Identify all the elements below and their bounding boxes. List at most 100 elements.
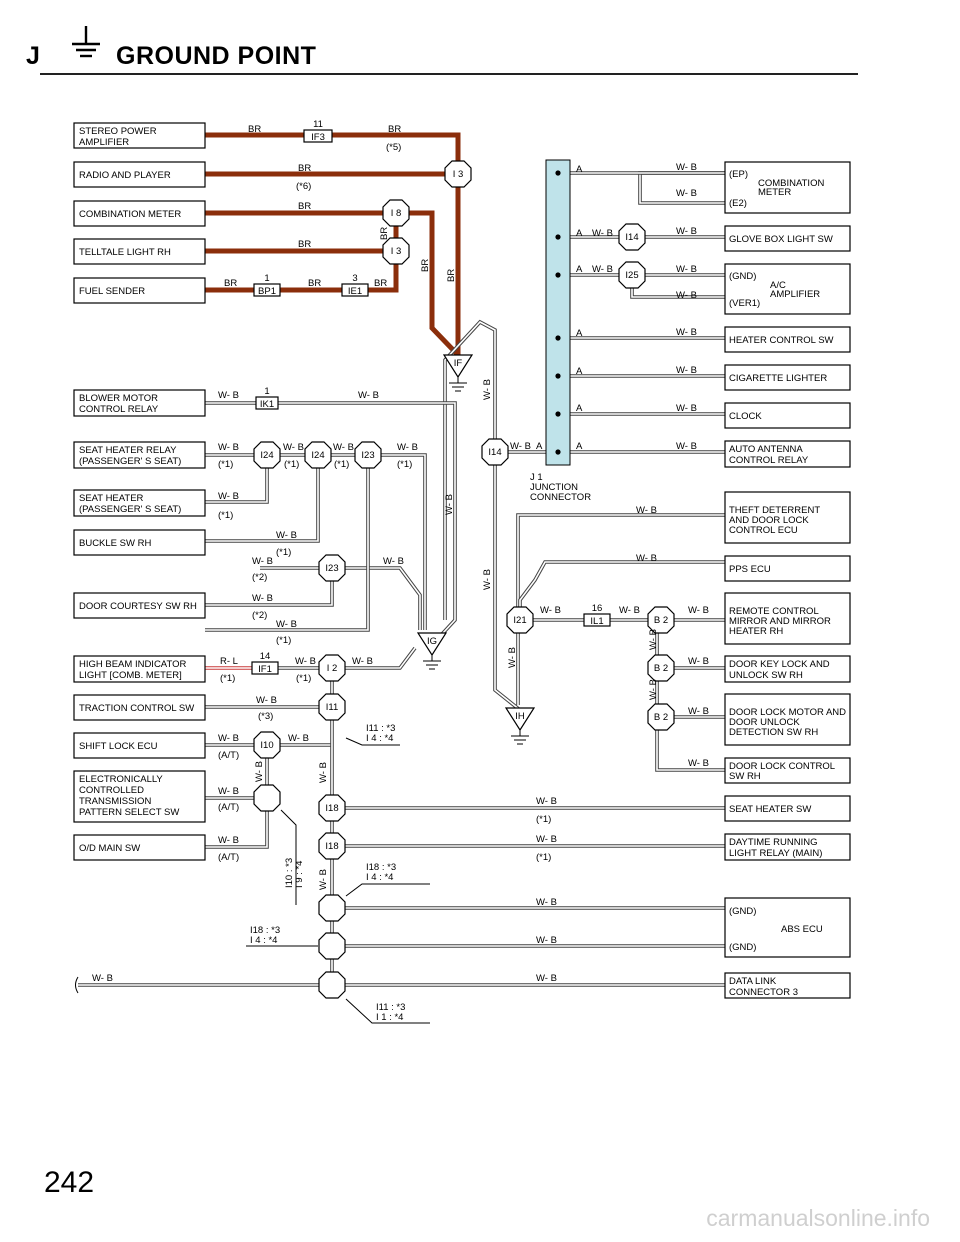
svg-text:(*1): (*1) [220,673,235,684]
svg-text:W- B: W- B [592,228,613,239]
svg-text:I 3: I 3 [453,169,464,180]
svg-text:(GND): (GND) [729,942,756,953]
svg-text:W- B: W- B [536,897,557,908]
svg-text:W- B: W- B [636,553,657,564]
svg-text:LIGHT RELAY (MAIN): LIGHT RELAY (MAIN) [729,848,822,859]
svg-text:W- B: W- B [295,656,316,667]
svg-text:W- B: W- B [688,706,709,717]
svg-text:(*1): (*1) [284,459,299,470]
svg-text:DOOR COURTESY SW RH: DOOR COURTESY SW RH [79,601,197,612]
page-title: GROUND POINT [116,42,317,70]
svg-text:JUNCTION: JUNCTION [530,482,578,493]
svg-text:I14: I14 [488,447,501,458]
svg-text:B 2: B 2 [654,615,668,626]
svg-text:W- B: W- B [276,530,297,541]
svg-text:W- B: W- B [636,505,657,516]
svg-text:(*1): (*1) [218,459,233,470]
svg-text:(*1): (*1) [218,510,233,521]
svg-text:I18 : *3: I18 : *3 [250,925,280,936]
wire-break-icon [75,976,79,994]
svg-text:BR: BR [388,124,401,135]
svg-text:MIRROR AND MIRROR: MIRROR AND MIRROR [729,616,831,627]
svg-text:W- B: W- B [592,264,613,275]
svg-text:I11 : *3: I11 : *3 [366,723,395,734]
svg-text:CONNECTOR: CONNECTOR [530,492,591,503]
svg-text:BR: BR [248,124,261,135]
svg-text:TELLTALE LIGHT RH: TELLTALE LIGHT RH [79,247,171,258]
svg-text:W- B: W- B [283,442,304,453]
svg-text:LIGHT [COMB. METER]: LIGHT [COMB. METER] [79,670,182,681]
svg-text:BP1: BP1 [258,286,276,297]
svg-text:W- B: W- B [276,619,297,630]
svg-text:CONTROL RELAY: CONTROL RELAY [729,455,809,466]
svg-text:(*5): (*5) [386,142,401,153]
svg-text:CONNECTOR 3: CONNECTOR 3 [729,987,798,998]
svg-text:W- B: W- B [218,442,239,453]
ground-points: IF IG IH [416,354,536,745]
svg-text:BR: BR [420,259,431,272]
svg-text:A/C: A/C [770,280,786,291]
svg-text:A: A [576,164,583,175]
svg-text:W- B: W- B [318,869,329,890]
svg-text:(GND): (GND) [729,271,756,282]
svg-text:W- B: W- B [688,656,709,667]
svg-text:A: A [576,403,583,414]
svg-text:W- B: W- B [536,796,557,807]
svg-text:GLOVE BOX LIGHT SW: GLOVE BOX LIGHT SW [729,234,833,245]
svg-text:A: A [576,228,583,239]
svg-text:W- B: W- B [218,491,239,502]
svg-text:W- B: W- B [318,762,329,783]
svg-text:(*2): (*2) [252,610,267,621]
svg-text:I 4 : *4: I 4 : *4 [366,872,393,883]
svg-text:DOOR LOCK MOTOR AND: DOOR LOCK MOTOR AND [729,707,846,718]
svg-text:R- L: R- L [220,656,238,667]
svg-text:(A/T): (A/T) [218,750,239,761]
svg-text:A: A [576,264,583,275]
svg-text:I 4 : *4: I 4 : *4 [250,935,277,946]
svg-text:A: A [536,441,543,452]
ground-ih-icon: IH [504,707,536,745]
svg-text:W- B: W- B [619,605,640,616]
svg-text:IF3: IF3 [311,132,325,143]
svg-text:W- B: W- B [688,758,709,769]
svg-text:REMOTE CONTROL: REMOTE CONTROL [729,606,819,617]
svg-text:W- B: W- B [676,365,697,376]
svg-text:TRACTION CONTROL SW: TRACTION CONTROL SW [79,703,194,714]
svg-text:O/D MAIN SW: O/D MAIN SW [79,843,140,854]
svg-text:(GND): (GND) [729,906,756,917]
svg-text:W- B: W- B [536,935,557,946]
svg-text:W- B: W- B [648,629,659,650]
svg-text:I 8: I 8 [391,208,402,219]
svg-text:I10 : *3: I10 : *3 [284,858,295,888]
svg-text:I23: I23 [325,563,338,574]
svg-text:I18 : *3: I18 : *3 [366,862,396,873]
right-components: (EP) COMBINATION METER (E2) GLOVE BOX LI… [724,161,851,999]
svg-text:BR: BR [379,227,390,240]
svg-text:BUCKLE SW RH: BUCKLE SW RH [79,538,151,549]
svg-text:CLOCK: CLOCK [729,411,762,422]
svg-text:W- B: W- B [676,290,697,301]
svg-text:CONTROL ECU: CONTROL ECU [729,525,798,536]
svg-text:CONTROL RELAY: CONTROL RELAY [79,404,159,415]
svg-text:1: 1 [264,273,269,284]
splice-points: I 3 I 8 I 3 I14 I25 I24 I24 I23 I14 I23 … [253,160,675,999]
svg-text:I18: I18 [325,841,338,852]
svg-text:W- B: W- B [218,835,239,846]
svg-text:IE1: IE1 [348,286,362,297]
svg-text:DOOR LOCK CONTROL: DOOR LOCK CONTROL [729,761,835,772]
svg-text:(*1): (*1) [276,635,291,646]
svg-text:W- B: W- B [444,494,455,515]
svg-text:(*2): (*2) [252,572,267,583]
svg-text:COMBINATION: COMBINATION [758,178,824,189]
svg-text:W- B: W- B [510,441,531,452]
svg-text:ELECTRONICALLY: ELECTRONICALLY [79,774,163,785]
svg-text:ABS ECU: ABS ECU [781,924,823,935]
section-letter: J [26,42,41,70]
svg-text:AMPLIFIER: AMPLIFIER [79,137,129,148]
svg-text:W- B: W- B [252,556,273,567]
svg-text:I 3: I 3 [391,246,402,257]
svg-text:I25: I25 [625,270,638,281]
svg-text:W- B: W- B [218,786,239,797]
